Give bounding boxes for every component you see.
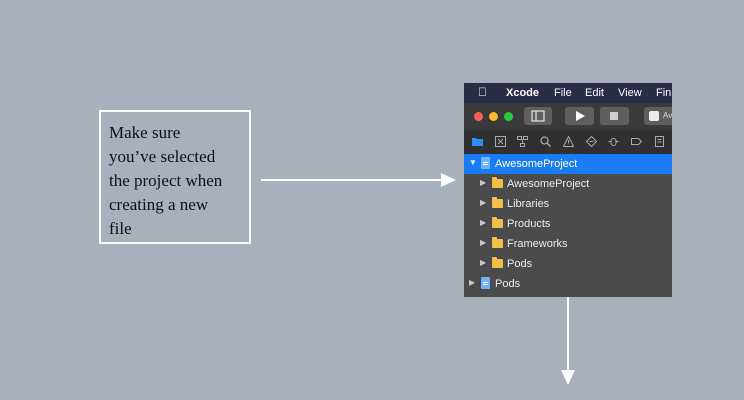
pointer-arrow-head xyxy=(441,173,456,187)
menu-edit[interactable]: Edit xyxy=(585,87,604,99)
apple-icon[interactable]:  xyxy=(478,85,487,99)
tree-row-label: Frameworks xyxy=(507,238,568,250)
folder-icon xyxy=(492,237,503,248)
zoom-window-button[interactable] xyxy=(504,112,513,121)
stop-icon xyxy=(610,112,618,120)
callout-line: file xyxy=(109,219,132,238)
tree-row-group[interactable]: ▶ Libraries xyxy=(464,194,672,214)
menu-file[interactable]: File xyxy=(554,87,572,99)
folder-icon xyxy=(492,197,503,208)
tree-row-group[interactable]: ▶ Frameworks xyxy=(464,234,672,254)
down-arrow-head xyxy=(561,370,575,385)
xcode-window-crop:  Xcode File Edit View Fin Av xyxy=(464,83,672,297)
tree-row-label: Pods xyxy=(495,278,521,290)
toolbar: Av xyxy=(464,103,672,130)
disclosure-collapsed-icon[interactable]: ▶ xyxy=(480,238,487,247)
menu-xcode[interactable]: Xcode xyxy=(506,87,540,99)
folder-icon xyxy=(492,257,503,268)
scheme-selector[interactable]: Av xyxy=(644,107,672,125)
disclosure-collapsed-icon[interactable]: ▶ xyxy=(480,218,487,227)
play-icon xyxy=(576,111,585,121)
tree-row-label: AwesomeProject xyxy=(507,178,590,190)
disclosure-collapsed-icon[interactable]: ▶ xyxy=(480,258,487,267)
find-icon[interactable] xyxy=(540,136,552,148)
issue-icon[interactable] xyxy=(562,135,575,147)
report-icon[interactable] xyxy=(654,136,665,147)
disclosure-collapsed-icon[interactable]: ▶ xyxy=(469,278,476,287)
callout-line: the project when xyxy=(109,171,223,190)
disclosure-expanded-icon[interactable]: ▼ xyxy=(469,158,477,167)
tree-row-root-project[interactable]: ▼ AwesomeProject xyxy=(464,154,672,174)
source-control-icon[interactable] xyxy=(495,136,506,147)
folder-icon xyxy=(492,217,503,228)
folder-icon xyxy=(492,177,503,188)
project-navigator: ▼ AwesomeProject ▶ AwesomeProject ▶ Libr… xyxy=(464,154,672,297)
disclosure-collapsed-icon[interactable]: ▶ xyxy=(480,198,487,207)
scheme-label: Av xyxy=(663,111,672,120)
run-button[interactable] xyxy=(565,107,594,125)
callout-line: you’ve selected xyxy=(109,147,216,166)
symbol-icon[interactable] xyxy=(517,136,528,147)
sidebar-icon xyxy=(531,110,545,122)
callout-line: Make sure xyxy=(109,123,181,142)
toggle-navigator-button[interactable] xyxy=(524,107,552,125)
menu-bar:  Xcode File Edit View Fin xyxy=(464,83,672,103)
project-file-icon xyxy=(481,277,490,289)
test-icon[interactable] xyxy=(585,135,598,148)
debug-icon[interactable] xyxy=(608,136,619,147)
callout-line: creating a new xyxy=(109,195,209,214)
tree-row-group[interactable]: ▶ AwesomeProject xyxy=(464,174,672,194)
tree-row-label: Libraries xyxy=(507,198,550,210)
tree-row-group[interactable]: ▶ Pods xyxy=(464,254,672,274)
project-file-icon xyxy=(481,157,490,169)
close-window-button[interactable] xyxy=(474,112,483,121)
breakpoint-icon[interactable] xyxy=(631,136,643,147)
tree-row-group[interactable]: ▶ Products xyxy=(464,214,672,234)
menu-find[interactable]: Fin xyxy=(656,87,672,99)
stop-button[interactable] xyxy=(600,107,629,125)
minimize-window-button[interactable] xyxy=(489,112,498,121)
tree-row-label: Pods xyxy=(507,258,533,270)
tree-row-pods-project[interactable]: ▶ Pods xyxy=(464,274,672,294)
folder-icon[interactable] xyxy=(472,136,483,147)
disclosure-collapsed-icon[interactable]: ▶ xyxy=(480,178,487,187)
tree-row-label: AwesomeProject xyxy=(495,158,578,170)
instruction-callout: Make sure you’ve selected the project wh… xyxy=(99,110,251,244)
tree-row-label: Products xyxy=(507,218,551,230)
navigator-selector-bar xyxy=(464,130,672,155)
app-icon xyxy=(649,111,659,121)
menu-view[interactable]: View xyxy=(618,87,642,99)
